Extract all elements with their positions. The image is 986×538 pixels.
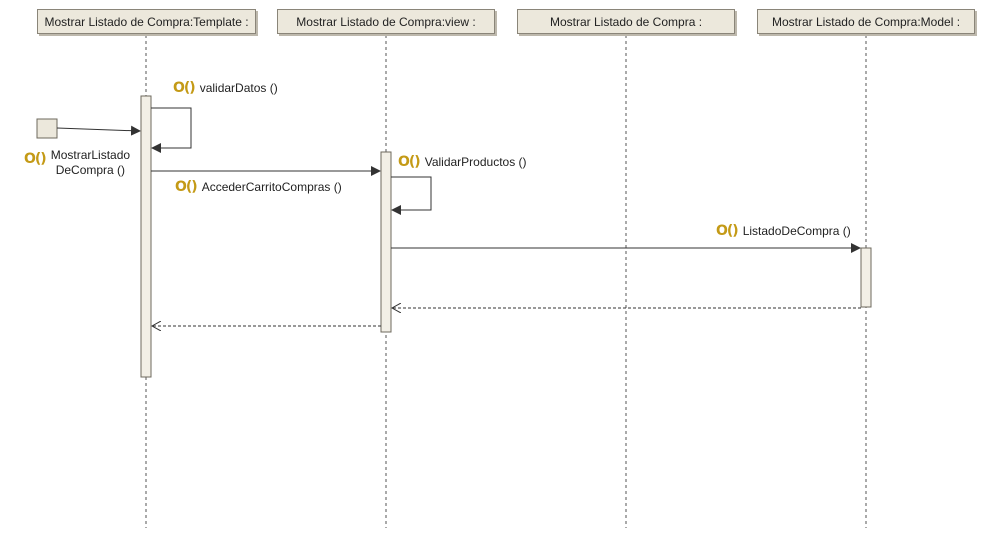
found-message-arrow[interactable] [56,125,141,136]
message-text: ValidarProductos () [424,155,527,169]
activation-template[interactable] [140,95,152,378]
self-message-validar-productos[interactable] [391,176,432,215]
lifeline-head-label: Mostrar Listado de Compra : [549,14,703,29]
lifeline-head-controller[interactable]: Mostrar Listado de Compra : [517,9,735,34]
lifeline-head-view[interactable]: Mostrar Listado de Compra:view : [277,9,495,34]
activation-view[interactable] [380,151,392,333]
message-label-acceder-carrito[interactable]: O() AccederCarritoCompras () [175,179,342,195]
message-text-line2: DeCompra () [55,163,126,177]
message-label-validar-productos[interactable]: O() ValidarProductos () [398,154,527,170]
message-text-line1: MostrarListado [50,148,131,162]
message-label-mostrar-listado[interactable]: O() MostrarListado DeCompra () [24,148,130,178]
lifeline-head-label: Mostrar Listado de Compra:view : [296,14,476,29]
operation-icon: O() [24,151,47,167]
lifeline-head-label: Mostrar Listado de Compra:Model : [771,14,961,29]
message-text: ListadoDeCompra () [742,224,851,238]
operation-icon: O() [716,223,739,239]
message-text: validarDatos () [199,81,278,95]
self-message-validar-datos[interactable] [151,107,192,153]
operation-icon: O() [173,80,196,96]
found-message-gate[interactable] [36,118,58,139]
lifeline-head-model[interactable]: Mostrar Listado de Compra:Model : [757,9,975,34]
lifeline-head-template[interactable]: Mostrar Listado de Compra:Template : [37,9,256,34]
message-label-validar-datos[interactable]: O() validarDatos () [173,80,278,96]
activation-model[interactable] [860,247,872,308]
lifeline-head-label: Mostrar Listado de Compra:Template : [44,14,249,29]
operation-icon: O() [175,179,198,195]
message-label-listado-de-compra[interactable]: O() ListadoDeCompra () [716,223,851,239]
operation-icon: O() [398,154,421,170]
message-text: AccederCarritoCompras () [201,180,342,194]
